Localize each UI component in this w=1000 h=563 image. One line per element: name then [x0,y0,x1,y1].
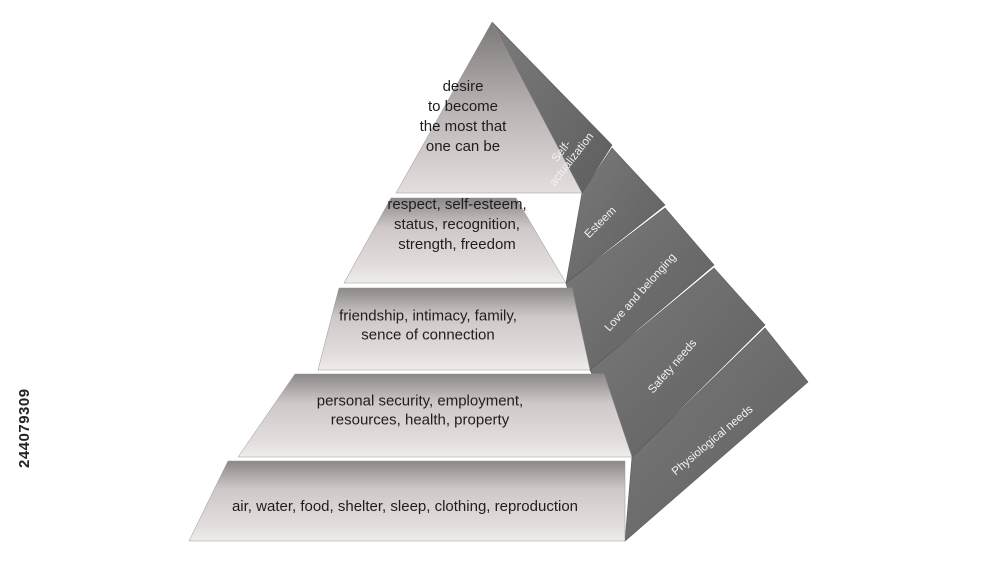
level-1-description-line: to become [428,98,498,115]
front-face-1 [395,21,583,194]
level-1-description-line: the most that [420,118,508,135]
level-1-description-line: one can be [426,138,500,155]
level-2-description-line: strength, freedom [398,236,516,253]
level-4-description-line: resources, health, property [331,412,510,429]
stock-id-watermark: 244079309 [16,388,33,468]
side-face-2 [565,147,666,284]
front-face-5 [188,460,626,542]
level-3-description-line: friendship, intimacy, family, [339,308,517,325]
level-5-description-line: air, water, food, shelter, sleep, clothi… [232,498,578,515]
pyramid-level-5: air, water, food, shelter, sleep, clothi… [188,327,809,542]
pyramid-level-2: respect, self-esteem, status, recognition… [343,147,666,284]
level-4-description-line: personal security, employment, [317,393,523,410]
level-1-description-line: desire [443,78,484,95]
level-2-description-line: respect, self-esteem, [387,196,526,213]
level-2-description-line: status, recognition, [394,216,520,233]
side-face-5 [624,327,809,542]
level-3-description-line: sence of connection [361,327,494,344]
pyramid-level-4: personal security, employment, resources,… [237,267,766,458]
pyramid-level-3: friendship, intimacy, family, sence of co… [317,207,715,371]
